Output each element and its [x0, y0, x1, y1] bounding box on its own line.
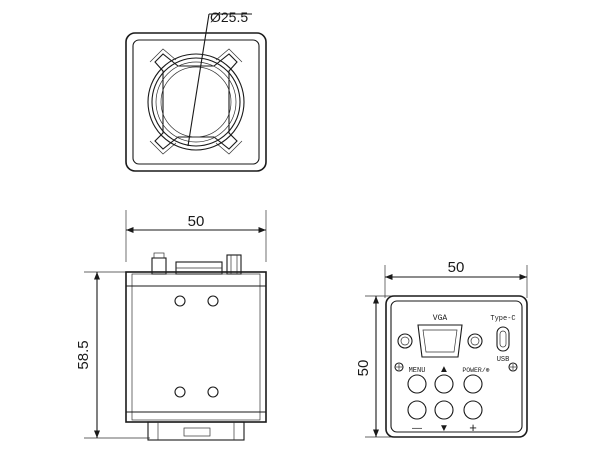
- side-screw-hole: [207, 295, 219, 307]
- minus-button[interactable]: [407, 400, 427, 420]
- vga-label: VGA: [433, 314, 448, 323]
- back-panel-outer: [385, 295, 528, 438]
- lens-ring-mid: [151, 57, 241, 147]
- down-arrow-icon: ▼: [439, 423, 449, 434]
- typec-port: [496, 326, 510, 352]
- front-view: Ø25.5: [125, 9, 267, 172]
- side-connector-left-cap: [153, 252, 165, 259]
- lens-ring-inner: [155, 61, 237, 143]
- back-width-label: 50: [448, 259, 465, 276]
- side-view: 50 58.5: [75, 210, 267, 441]
- diameter-label: Ø25.5: [210, 9, 248, 25]
- diameter-leader: [187, 13, 210, 147]
- menu-button[interactable]: [407, 374, 427, 394]
- side-width-label: 50: [188, 213, 205, 230]
- menu-label: MENU: [409, 367, 426, 375]
- power-label: POWER/⊕: [462, 367, 489, 374]
- bayonet-mount: [149, 48, 243, 155]
- back-panel-inner: [390, 300, 523, 433]
- back-height-label: 50: [355, 360, 372, 377]
- side-body: [125, 271, 267, 423]
- up-button[interactable]: [434, 374, 454, 394]
- side-connector-right: [226, 254, 242, 275]
- plus-button[interactable]: [463, 400, 483, 420]
- side-lens-mount: [147, 421, 245, 441]
- lens-glass: [160, 66, 232, 138]
- back-panel-view: 50 50 VGA Type-C USB: [355, 259, 528, 438]
- front-inner-body: [132, 39, 260, 165]
- vga-screw-right: [467, 333, 483, 349]
- down-button[interactable]: [434, 400, 454, 420]
- vga-port: [417, 324, 463, 358]
- side-screw-hole: [174, 386, 186, 398]
- side-screw-hole: [207, 386, 219, 398]
- up-arrow-icon: ▲: [439, 364, 449, 375]
- front-outer-body: [125, 32, 267, 172]
- lens-ring-outer: [147, 53, 245, 151]
- side-screw-hole: [174, 295, 186, 307]
- power-button[interactable]: [463, 374, 483, 394]
- plus-icon: +: [469, 420, 477, 435]
- vga-screw-left: [397, 333, 413, 349]
- usb-label: USB: [497, 356, 510, 364]
- side-height-label: 58.5: [75, 340, 92, 369]
- typec-label: Type-C: [490, 315, 515, 323]
- panel-screw-right: [508, 362, 518, 372]
- panel-screw-left: [394, 362, 404, 372]
- minus-icon: —: [412, 423, 422, 434]
- side-body-inner: [131, 273, 261, 421]
